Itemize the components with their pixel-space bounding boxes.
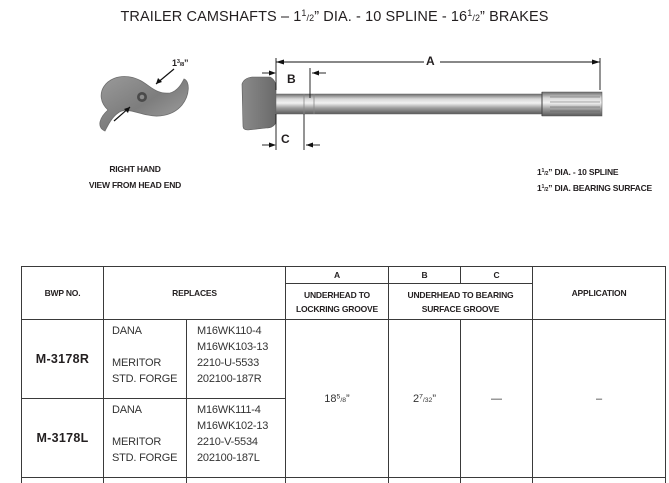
camshaft-spec-table: BWP NO. REPLACES A B C APPLICATION UNDER… bbox=[21, 266, 666, 483]
cam-label-hand: RIGHT HAND bbox=[109, 164, 161, 174]
camshaft-image bbox=[241, 56, 603, 150]
page-title: TRAILER CAMSHAFTS – 11/2” DIA. - 10 SPLI… bbox=[0, 9, 669, 25]
spec-whole: 1 bbox=[537, 167, 542, 177]
value-den: /8 bbox=[340, 396, 347, 404]
title-text: ” BRAKES bbox=[480, 9, 549, 25]
dimension-unit: ” bbox=[183, 58, 189, 68]
part-number: M16WK102-13 bbox=[197, 420, 269, 432]
manufacturer bbox=[112, 339, 186, 355]
header-bc-description: UNDERHEAD TO BEARING SURFACE GROOVE bbox=[388, 283, 533, 320]
title-fraction-num: 1 bbox=[467, 8, 473, 19]
table-row-cut-off bbox=[21, 477, 666, 483]
part-number: 202100-187L bbox=[197, 452, 260, 464]
manufacturer: STD. FORGE bbox=[112, 373, 178, 385]
manufacturer: MERITOR bbox=[112, 436, 162, 448]
cell bbox=[285, 477, 389, 483]
part-number: 202100-187R bbox=[197, 373, 262, 385]
dimension-den: /8 bbox=[179, 62, 184, 68]
header-application: APPLICATION bbox=[532, 266, 666, 320]
manufacturer: MERITOR bbox=[112, 357, 162, 369]
cell bbox=[532, 477, 666, 483]
value-unit: ” bbox=[346, 392, 350, 405]
cam-head-image bbox=[99, 68, 189, 132]
part-number-list: M16WK110-4 M16WK103-13 2210-U-5533 20210… bbox=[186, 319, 286, 399]
header-a-desc-line1: UNDERHEAD TO bbox=[304, 289, 370, 300]
cam-head-figure bbox=[78, 55, 218, 145]
spec-text: ” DIA. - 10 SPLINE bbox=[548, 167, 619, 177]
header-a-description: UNDERHEAD TO LOCKRING GROOVE bbox=[285, 283, 389, 320]
part-number: M16WK111-4 bbox=[197, 404, 261, 416]
application-value: – bbox=[532, 319, 666, 478]
dimension-a-value: 185/8” bbox=[285, 319, 389, 478]
header-replaces: REPLACES bbox=[103, 266, 286, 320]
cam-dimension-label: 13/8” bbox=[172, 58, 189, 68]
cell bbox=[460, 477, 533, 483]
cell bbox=[103, 477, 187, 483]
title-text: ” DIA. - 10 SPLINE - 16 bbox=[314, 9, 468, 25]
title-fraction-den: /2 bbox=[472, 13, 481, 23]
value-den: /32 bbox=[422, 396, 433, 404]
cell bbox=[388, 477, 461, 483]
part-number: 2210-V-5534 bbox=[197, 436, 258, 448]
manufacturer bbox=[112, 418, 186, 434]
manufacturer: STD. FORGE bbox=[112, 452, 178, 464]
value-whole: 18 bbox=[324, 392, 337, 405]
header-a: A bbox=[285, 266, 389, 284]
header-a-desc-line2: LOCKRING GROOVE bbox=[295, 303, 378, 314]
header-bc-desc-line1: UNDERHEAD TO BEARING bbox=[407, 289, 514, 300]
title-fraction-den: /2 bbox=[306, 13, 315, 23]
cell bbox=[21, 477, 104, 483]
header-bwp-no: BWP NO. bbox=[21, 266, 104, 320]
spec-num: 1 bbox=[541, 168, 545, 175]
value-num: 5 bbox=[336, 392, 341, 400]
manufacturer-list: DANA MERITOR STD. FORGE bbox=[103, 319, 187, 399]
cam-label-view: VIEW FROM HEAD END bbox=[88, 180, 182, 190]
bwp-number: M-3178L bbox=[21, 398, 104, 478]
dimension-whole: 1 bbox=[172, 58, 177, 68]
spec-bearing: 11/2” DIA. BEARING SURFACE bbox=[537, 183, 652, 193]
part-number: M16WK103-13 bbox=[197, 341, 269, 353]
camshaft-figure bbox=[236, 54, 606, 154]
table-row: M-3178L DANA MERITOR STD. FORGE M16WK111… bbox=[21, 398, 666, 478]
dimension-c-label: C bbox=[281, 132, 290, 146]
value-unit: ” bbox=[432, 392, 437, 405]
cell bbox=[186, 477, 286, 483]
table-row: M-3178R DANA MERITOR STD. FORGE M16WK110… bbox=[21, 319, 666, 478]
title-fraction-num: 1 bbox=[301, 8, 307, 19]
header-bc-desc-line2: SURFACE GROOVE bbox=[421, 303, 500, 314]
bwp-number: M-3178R bbox=[21, 319, 104, 399]
dimension-b-value: 27/32” bbox=[388, 319, 461, 478]
header-c: C bbox=[460, 266, 533, 284]
spec-whole: 1 bbox=[537, 183, 542, 193]
spec-text: ” DIA. BEARING SURFACE bbox=[548, 183, 653, 193]
spec-spline: 11/2” DIA. - 10 SPLINE bbox=[537, 167, 619, 177]
manufacturer: DANA bbox=[112, 325, 142, 337]
title-text: TRAILER CAMSHAFTS – 1 bbox=[120, 9, 302, 25]
part-number: 2210-U-5533 bbox=[197, 357, 260, 369]
manufacturer-list: DANA MERITOR STD. FORGE bbox=[103, 398, 187, 478]
dimension-b-label: B bbox=[287, 72, 296, 86]
dimension-c-value: — bbox=[460, 319, 533, 478]
value-whole: 2 bbox=[412, 392, 420, 405]
spec-den: /2 bbox=[544, 171, 549, 177]
dimension-num: 3 bbox=[176, 58, 180, 65]
value-num: 7 bbox=[419, 392, 423, 400]
part-number-list: M16WK111-4 M16WK102-13 2210-V-5534 20210… bbox=[186, 398, 286, 478]
manufacturer: DANA bbox=[112, 404, 142, 416]
spec-den: /2 bbox=[544, 187, 549, 193]
spec-num: 1 bbox=[541, 184, 545, 191]
header-b: B bbox=[388, 266, 461, 284]
dimension-a-label: A bbox=[426, 54, 435, 68]
part-number: M16WK110-4 bbox=[197, 325, 262, 337]
